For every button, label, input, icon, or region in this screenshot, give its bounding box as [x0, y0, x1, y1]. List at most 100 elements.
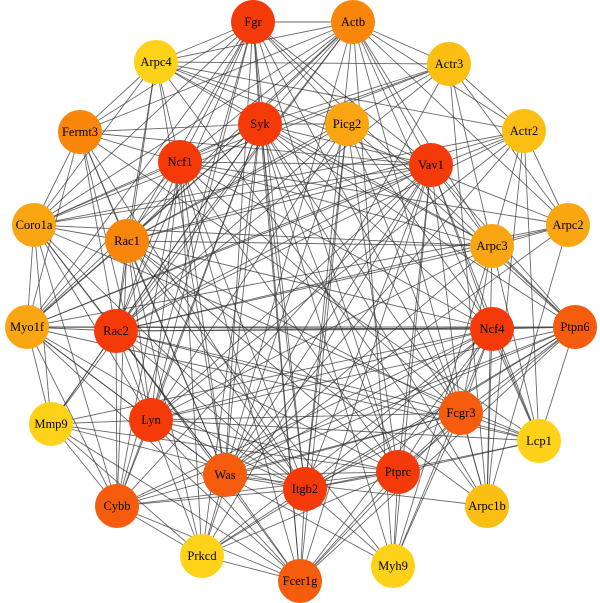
node-label-arpc3: Arpc3	[476, 239, 507, 253]
node-ncf1[interactable]: Ncf1	[158, 140, 202, 184]
edge-ptprc-rac2	[115, 330, 399, 473]
node-fcgr3[interactable]: Fcgr3	[439, 391, 483, 435]
edge-fcer1g-fcgr3	[299, 412, 462, 582]
node-circle-cybb	[95, 484, 139, 528]
node-arpc2[interactable]: Arpc2	[546, 203, 590, 247]
node-label-vav1: Vav1	[418, 158, 444, 172]
node-circle-itgb2	[283, 467, 327, 511]
edge-cybb-ncf1	[116, 161, 181, 507]
edge-ncf4-lyn	[150, 328, 493, 421]
edge-fgr-vav1	[252, 21, 432, 166]
edge-lcp1-arpc3	[491, 245, 540, 442]
edge-arpc3-lyn	[150, 245, 493, 421]
node-ptpn6[interactable]: Ptpn6	[553, 305, 597, 349]
edge-ncf4-itgb2	[304, 328, 493, 490]
node-label-fermt3: Fermt3	[62, 125, 98, 139]
node-fcer1g[interactable]: Fcer1g	[278, 559, 322, 603]
node-label-lyn: Lyn	[141, 413, 161, 427]
node-myo1f[interactable]: Myo1f	[5, 305, 49, 349]
edge-syk-rac2	[115, 123, 261, 332]
edge-mmp9-ncf4	[50, 328, 493, 425]
edge-prkcd-lyn	[150, 419, 203, 557]
node-rac2[interactable]: Rac2	[94, 309, 138, 353]
node-label-picg2: Picg2	[333, 117, 361, 131]
edge-myh9-syk	[259, 123, 394, 567]
node-coro1a[interactable]: Coro1a	[12, 203, 56, 247]
edge-cybb-rac2	[115, 330, 118, 507]
node-arpc1b[interactable]: Arpc1b	[465, 484, 509, 528]
edge-syk-was	[224, 123, 261, 476]
node-lcp1[interactable]: Lcp1	[517, 419, 561, 463]
node-label-ptprc: Ptprc	[385, 465, 412, 479]
edge-ptpn6-fcgr3	[460, 326, 576, 414]
node-myh9[interactable]: Myh9	[371, 544, 415, 588]
node-label-ncf4: Ncf4	[480, 322, 506, 336]
node-label-coro1a: Coro1a	[16, 218, 53, 232]
node-arpc3[interactable]: Arpc3	[470, 224, 514, 268]
node-circle-fcer1g	[278, 559, 322, 603]
edge-arpc4-arpc3	[155, 61, 493, 247]
node-fermt3[interactable]: Fermt3	[58, 110, 102, 154]
node-label-actb: Actb	[341, 15, 365, 29]
edge-cybb-rac1	[116, 240, 128, 507]
edge-actr3-arpc3	[448, 63, 493, 247]
node-circle-ptprc	[376, 450, 420, 494]
edge-fgr-coro1a	[33, 21, 254, 226]
edge-itgb2-rac2	[115, 330, 306, 490]
node-label-fcgr3: Fcgr3	[446, 406, 475, 420]
edge-arpc4-was	[155, 61, 226, 476]
edge-actb-fermt3	[79, 21, 354, 133]
edge-vav1-ncf1	[179, 161, 432, 166]
edge-actr3-coro1a	[33, 63, 450, 226]
node-circle-ncf1	[158, 140, 202, 184]
edge-arpc3-rac1	[126, 240, 493, 247]
edge-vav1-ptprc	[397, 164, 432, 473]
node-prkcd[interactable]: Prkcd	[180, 534, 224, 578]
edge-syk-rac1	[126, 123, 261, 242]
node-lyn[interactable]: Lyn	[129, 398, 173, 442]
edge-ncf4-rac1	[126, 240, 493, 330]
node-circle-myo1f	[5, 305, 49, 349]
node-vav1[interactable]: Vav1	[409, 143, 453, 187]
edge-mmp9-ptprc	[50, 423, 399, 473]
node-actr3[interactable]: Actr3	[427, 42, 471, 86]
node-label-arpc1b: Arpc1b	[468, 499, 506, 513]
node-rac1[interactable]: Rac1	[105, 219, 149, 263]
edge-arpc3-ncf1	[179, 161, 493, 247]
node-label-fgr: Fgr	[244, 15, 262, 29]
edge-actb-ncf1	[179, 21, 354, 163]
node-fgr[interactable]: Fgr	[231, 0, 275, 44]
node-ncf4[interactable]: Ncf4	[470, 307, 514, 351]
node-actb[interactable]: Actb	[331, 0, 375, 44]
node-was[interactable]: Was	[203, 453, 247, 497]
node-actr2[interactable]: Actr2	[502, 109, 546, 153]
node-label-mmp9: Mmp9	[34, 417, 67, 431]
edge-ptpn6-picg2	[346, 123, 576, 328]
edge-ptpn6-cybb	[116, 326, 576, 507]
edge-picg2-itgb2	[304, 123, 348, 490]
edge-syk-ncf4	[259, 123, 493, 330]
edge-itgb2-rac1	[126, 240, 306, 490]
edge-fcer1g-vav1	[299, 164, 432, 582]
edge-myo1f-ncf1	[26, 161, 181, 328]
node-syk[interactable]: Syk	[238, 102, 282, 146]
edge-fcgr3-lyn	[150, 412, 462, 421]
node-label-rac1: Rac1	[114, 234, 140, 248]
edge-prkcd-ptprc	[201, 471, 399, 557]
edge-arpc1b-syk	[259, 123, 488, 507]
node-circle-actr3	[427, 42, 471, 86]
node-arpc4[interactable]: Arpc4	[134, 40, 178, 84]
node-ptprc[interactable]: Ptprc	[376, 450, 420, 494]
node-circle-prkcd	[180, 534, 224, 578]
node-label-prkcd: Prkcd	[187, 549, 217, 563]
node-mmp9[interactable]: Mmp9	[29, 402, 73, 446]
node-cybb[interactable]: Cybb	[95, 484, 139, 528]
node-picg2[interactable]: Picg2	[325, 102, 369, 146]
edge-myh9-ncf4	[392, 328, 493, 567]
edge-cybb-coro1a	[33, 224, 118, 507]
edge-vav1-lyn	[150, 164, 432, 421]
node-itgb2[interactable]: Itgb2	[283, 467, 327, 511]
edge-myh9-was	[224, 474, 394, 567]
edge-coro1a-lyn	[33, 224, 152, 421]
